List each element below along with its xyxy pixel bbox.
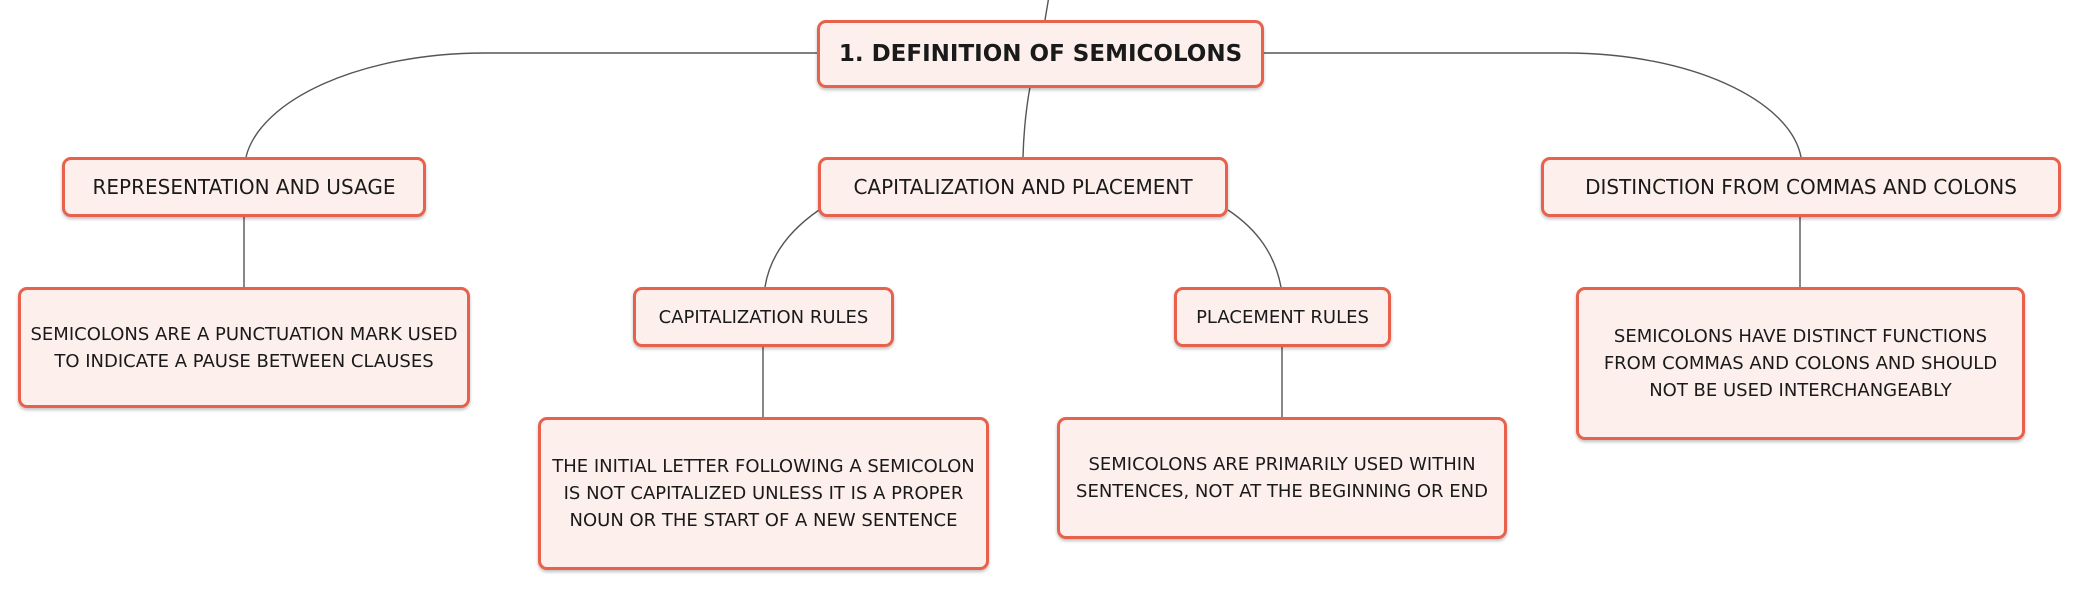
detail-node-representation[interactable]: SEMICOLONS ARE A PUNCTUATION MARK USED T… (18, 287, 470, 408)
subtopic-node-placement-rules[interactable]: PLACEMENT RULES (1174, 287, 1391, 347)
topic-node-label: DISTINCTION FROM COMMAS AND COLONS (1585, 175, 2017, 199)
subtopic-node-label: PLACEMENT RULES (1196, 306, 1369, 328)
connector-root-representation (245, 52, 817, 158)
detail-node-text: SEMICOLONS HAVE DISTINCT FUNCTIONS FROM … (1603, 326, 1998, 401)
detail-node-text: SEMICOLONS ARE PRIMARILY USED WITHIN SEN… (1076, 454, 1488, 502)
connector-placement-rules (1227, 209, 1282, 288)
subtopic-node-capitalization-rules[interactable]: CAPITALIZATION RULES (633, 287, 894, 347)
root-node[interactable]: 1. DEFINITION OF SEMICOLONS (817, 20, 1264, 88)
detail-node-distinction[interactable]: SEMICOLONS HAVE DISTINCT FUNCTIONS FROM … (1576, 287, 2025, 440)
connector-root-capitalization-placement (1022, 86, 1031, 158)
detail-node-text: THE INITIAL LETTER FOLLOWING A SEMICOLON… (552, 456, 975, 531)
connector-root-distinction (1262, 52, 1802, 158)
topic-node-capitalization-placement[interactable]: CAPITALIZATION AND PLACEMENT (818, 157, 1228, 217)
topic-node-distinction[interactable]: DISTINCTION FROM COMMAS AND COLONS (1541, 157, 2061, 217)
detail-node-placement-rules[interactable]: SEMICOLONS ARE PRIMARILY USED WITHIN SEN… (1057, 417, 1507, 539)
connector-root-parent (1044, 0, 1050, 21)
detail-node-capitalization-rules[interactable]: THE INITIAL LETTER FOLLOWING A SEMICOLON… (538, 417, 989, 570)
topic-node-representation[interactable]: REPRESENTATION AND USAGE (62, 157, 426, 217)
topic-node-label: REPRESENTATION AND USAGE (92, 175, 396, 199)
root-node-label: 1. DEFINITION OF SEMICOLONS (838, 41, 1243, 67)
connector-capitalization-rules (764, 209, 820, 288)
detail-node-text: SEMICOLONS ARE A PUNCTUATION MARK USED T… (30, 323, 458, 372)
topic-node-label: CAPITALIZATION AND PLACEMENT (853, 175, 1193, 199)
subtopic-node-label: CAPITALIZATION RULES (658, 306, 869, 328)
